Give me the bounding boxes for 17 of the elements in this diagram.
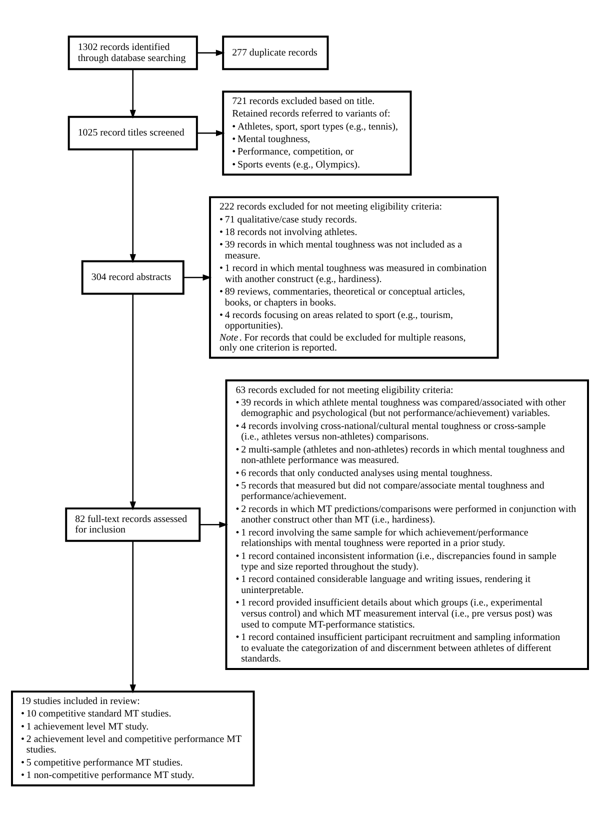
node-box: 222 records excluded for not meeting eligibility criteria: • 71 qualitative/case study records. • 18 records not involving athletes. • 39 records in which mental toughness was not included as a measure. • 1 record in which mental toughness was measured in combination with another construct (e.g., hardiness). • 89 reviews, commentaries, theoretical or conceptual articles, books, or chapters in books. • 4 records focusing on areas related to sport (e.g., tourism, opportunities). Note. For records that could be excluded for multiple reasons, only one criterion is reported. xyxy=(209,196,499,358)
node-box: 19 studies included in review: • 10 competitive standard MT studies. • 1 achievement level MT study. • 2 achievement level and competitive performance MT studies. • 5 competitive performance MT studies. • 1 non-competitive performance MT study. xyxy=(11,690,255,786)
node-box: 304 record abstracts xyxy=(81,260,184,294)
arrow xyxy=(130,293,136,510)
arrow xyxy=(184,274,212,280)
arrow xyxy=(130,540,136,693)
arrow xyxy=(200,521,228,528)
node-box: 721 records excluded based on title. Retained records referred to variants of: • Athletes, sport, sport types (e.g., tennis), • Mental toughness, • Performance, competition, or • Sports events (e.g., Olympics). xyxy=(222,90,412,176)
arrow xyxy=(130,68,136,118)
node-box: 1025 record titles screened xyxy=(68,115,198,150)
arrow xyxy=(197,49,225,56)
node-box: 277 duplicate records xyxy=(222,35,329,70)
node-box: 63 records excluded for not meeting eligibility criteria: • 39 records in which athlete mental toughness was compared/associated with other demographic and psychological (but not performance/achievement) variables. • 4 records involving cross-national/cultural mental toughness or cross-sample (i.e., athletes versus non-athletes) comparisons. • 2 multi-sample (athletes and non-athletes) records in which mental toughness and non-athlete performance was measured. • 6 records that only conducted analyses using mental toughness. • 5 records that measured but did not compare/associate mental toughness and performance/achievement. • 2 records in which MT predictions/comparisons were performed in conjunction with another construct other than MT (i.e., hardiness). • 1 record involving the same sample for which achievement/performance relationships with mental toughness were reported in a prior study. • 1 record contained inconsistent information (i.e., discrepancies found in sample type and size reported throughout the study). • 1 record contained considerable language and writing issues, rendering it uninterpretable. • 1 record provided insufficient details about which groups (i.e., experimental versus control) and which MT measurement interval (i.e., pre versus post) was used to compute MT-performance statistics. • 1 record contained insufficient participant recruitment and sampling information to evaluate the categorization of and discernment between athletes of different standards. xyxy=(225,378,589,670)
arrow xyxy=(197,130,225,136)
arrow xyxy=(130,149,136,262)
node-box: 1302 records identified through database searching xyxy=(68,35,198,70)
node-box: 82 full-text records assessed for inclusion xyxy=(65,506,201,542)
